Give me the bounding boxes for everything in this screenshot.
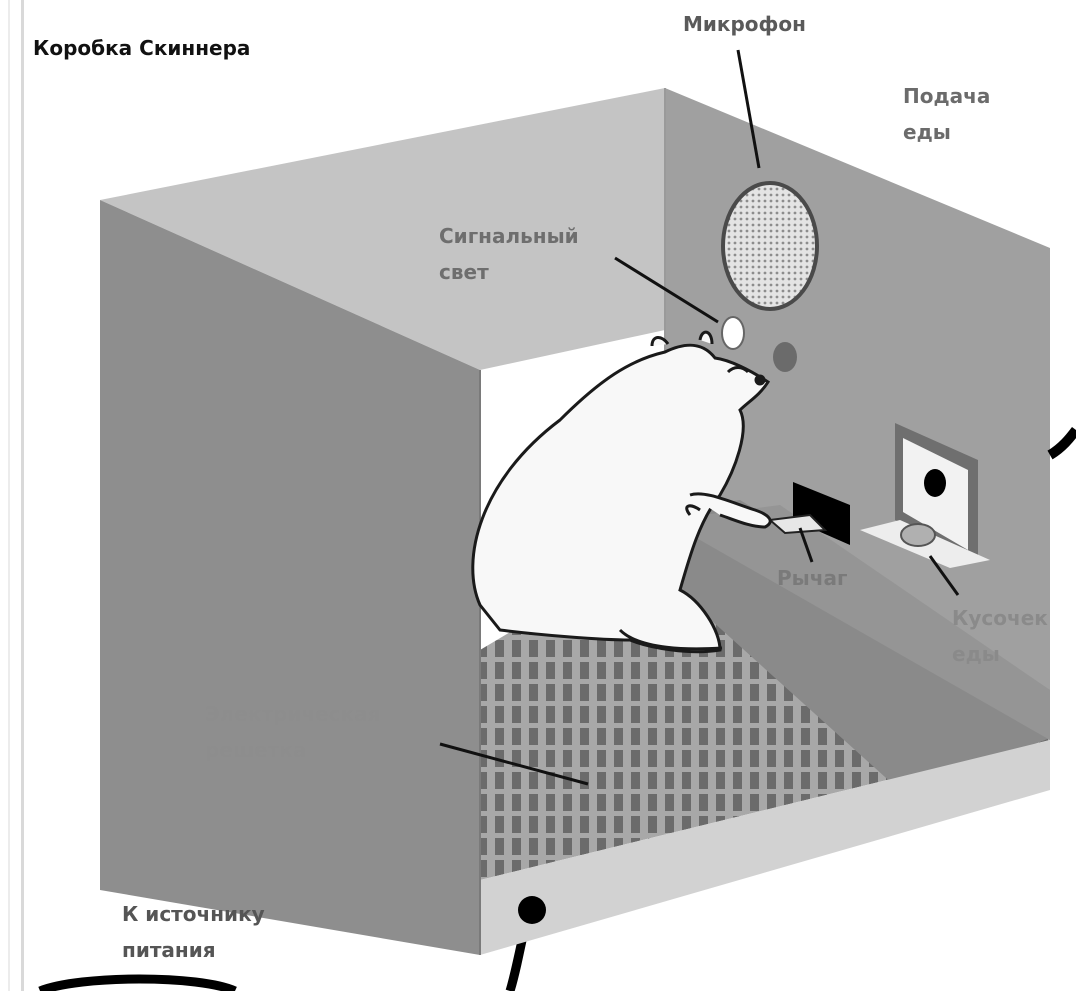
lever-bar xyxy=(767,513,828,535)
signal-light-white xyxy=(721,316,745,350)
page-left-border xyxy=(0,0,24,991)
leader-microphone xyxy=(736,49,761,169)
rat-illustration xyxy=(471,330,772,654)
label-microphone: Микрофон xyxy=(683,12,806,36)
page-title: Коробка Скиннера xyxy=(33,36,251,60)
lever-plate xyxy=(793,482,850,545)
food-dispenser-hole xyxy=(924,469,946,497)
label-food-feed: Подача еды xyxy=(903,84,991,144)
power-jack xyxy=(518,896,546,924)
microphone-icon xyxy=(721,181,819,311)
label-electric-grid: Электрическая решетка xyxy=(205,702,381,762)
power-cable-coil xyxy=(38,974,237,991)
leader-lever xyxy=(798,527,814,563)
food-cable xyxy=(1047,426,1076,460)
box-front-wall xyxy=(100,200,480,955)
label-power-source: К источнику питания xyxy=(122,902,265,962)
signal-light-dark xyxy=(773,342,797,372)
food-pellet-icon xyxy=(900,523,936,547)
label-signal-light: Сигнальный свет xyxy=(439,224,579,284)
label-lever: Рычаг xyxy=(777,566,848,590)
box-front-base xyxy=(480,740,1050,955)
leader-signal xyxy=(614,256,719,324)
leader-pellet xyxy=(928,555,960,596)
label-food-pellet: Кусочек еды xyxy=(952,606,1048,666)
leader-grid xyxy=(439,742,589,786)
lever-shelf xyxy=(600,500,1050,795)
box-back-wall-left xyxy=(100,88,665,370)
